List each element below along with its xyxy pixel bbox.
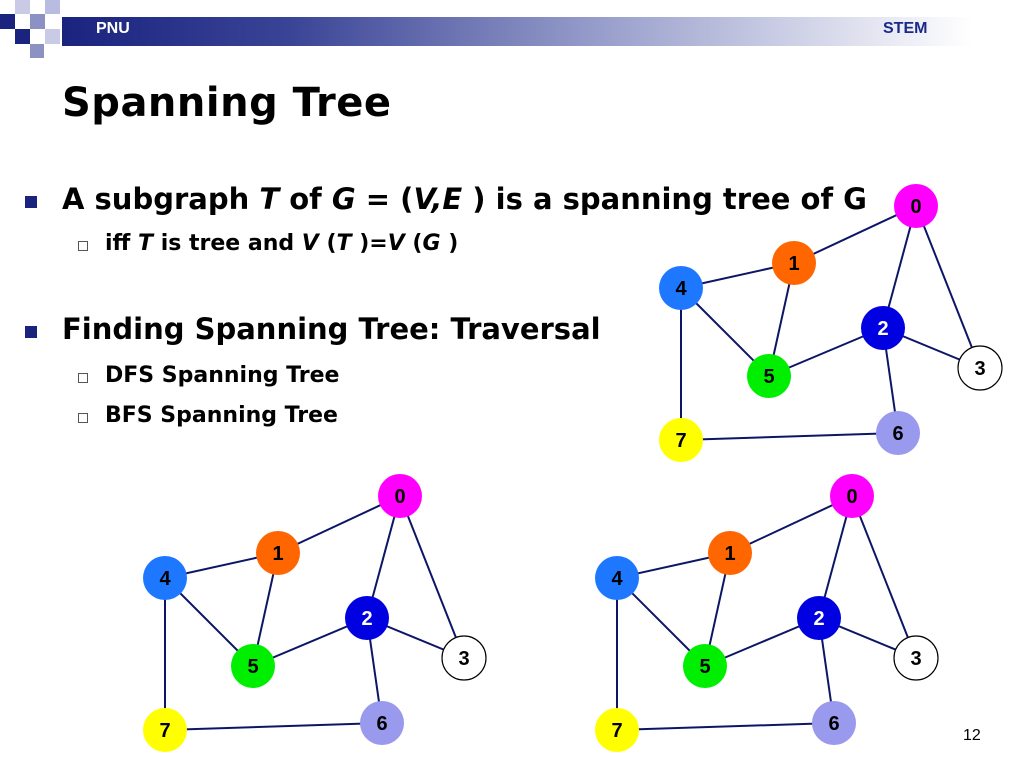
graph-node-label-4: 4 bbox=[159, 568, 171, 590]
graph-node-label-6: 6 bbox=[892, 423, 903, 445]
graph-node-4 bbox=[143, 556, 187, 600]
graph-node-label-7: 7 bbox=[675, 430, 686, 452]
graph-node-0 bbox=[378, 474, 422, 518]
graph-node-2 bbox=[861, 306, 905, 350]
graph-edge-0-3 bbox=[851, 495, 917, 659]
graph-node-5 bbox=[683, 644, 727, 688]
graph-node-label-2: 2 bbox=[361, 608, 372, 630]
graph-node-4 bbox=[595, 556, 639, 600]
graph-node-label-3: 3 bbox=[910, 648, 921, 670]
page-number: 12 bbox=[963, 727, 981, 744]
graph-node-6 bbox=[812, 701, 856, 745]
graph-node-label-6: 6 bbox=[828, 713, 839, 735]
header-subject: STEM bbox=[883, 20, 928, 37]
graph-node-2 bbox=[797, 596, 841, 640]
graph-edge-0-3 bbox=[399, 495, 465, 659]
graph-node-7 bbox=[659, 418, 703, 462]
graph-edge-0-3 bbox=[915, 205, 981, 369]
graph-node-1 bbox=[708, 531, 752, 575]
graph-node-label-1: 1 bbox=[724, 543, 735, 565]
graph-node-5 bbox=[231, 644, 275, 688]
sub-bullet-box bbox=[78, 373, 88, 383]
graph-node-label-5: 5 bbox=[763, 366, 774, 388]
graph-node-1 bbox=[772, 241, 816, 285]
graph-node-label-5: 5 bbox=[247, 656, 258, 678]
bullet-finding-spanning-tree: Finding Spanning Tree: Traversal bbox=[62, 312, 601, 346]
graph-node-0 bbox=[830, 474, 874, 518]
graph-node-label-5: 5 bbox=[699, 656, 710, 678]
graph-node-label-2: 2 bbox=[813, 608, 824, 630]
graph-node-label-7: 7 bbox=[159, 720, 170, 742]
sub-bullet-box bbox=[78, 241, 88, 251]
graph-edge-6-7 bbox=[616, 722, 835, 731]
graph-edge-0-1 bbox=[793, 205, 917, 264]
graph-node-label-4: 4 bbox=[611, 568, 623, 590]
sub-bullet-box bbox=[78, 413, 88, 423]
graph-edge-6-7 bbox=[164, 722, 383, 731]
header-band bbox=[62, 17, 972, 46]
slide-title: Spanning Tree bbox=[62, 80, 392, 126]
graph-node-6 bbox=[876, 411, 920, 455]
graph-edge-0-1 bbox=[277, 495, 401, 554]
header-organization: PNU bbox=[96, 20, 130, 37]
graph-node-5 bbox=[747, 354, 791, 398]
graph-node-3 bbox=[441, 635, 487, 681]
graph-node-label-1: 1 bbox=[788, 253, 799, 275]
graph-node-label-3: 3 bbox=[458, 648, 469, 670]
graph-node-label-2: 2 bbox=[877, 318, 888, 340]
graph-node-label-3: 3 bbox=[974, 358, 985, 380]
graph-node-3 bbox=[957, 345, 1003, 391]
graph-node-label-6: 6 bbox=[376, 713, 387, 735]
graph-node-label-1: 1 bbox=[272, 543, 283, 565]
graph-node-3 bbox=[893, 635, 939, 681]
graph-node-2 bbox=[345, 596, 389, 640]
graph-node-7 bbox=[143, 708, 187, 752]
graph-node-label-0: 0 bbox=[910, 196, 921, 218]
graph-node-0 bbox=[894, 184, 938, 228]
graph-node-1 bbox=[256, 531, 300, 575]
bullet-spanning-tree-definition: A subgraph T of G = (V,E ) is a spanning… bbox=[62, 182, 867, 216]
graph-node-7 bbox=[595, 708, 639, 752]
graph-node-label-4: 4 bbox=[675, 278, 687, 300]
graph-edge-0-1 bbox=[729, 495, 853, 554]
graph-node-label-0: 0 bbox=[394, 486, 405, 508]
graph-node-6 bbox=[360, 701, 404, 745]
graph-edge-6-7 bbox=[680, 432, 899, 441]
sub-bullet-bfs: BFS Spanning Tree bbox=[105, 403, 338, 428]
graph-node-label-0: 0 bbox=[846, 486, 857, 508]
sub-bullet-iff-condition: iff T is tree and V (T )=V (G ) bbox=[105, 231, 459, 256]
logo-squares bbox=[0, 0, 60, 58]
bullet-square bbox=[25, 326, 37, 338]
graph-node-4 bbox=[659, 266, 703, 310]
graph-node-label-7: 7 bbox=[611, 720, 622, 742]
sub-bullet-dfs: DFS Spanning Tree bbox=[105, 363, 340, 388]
bullet-square bbox=[25, 196, 37, 208]
